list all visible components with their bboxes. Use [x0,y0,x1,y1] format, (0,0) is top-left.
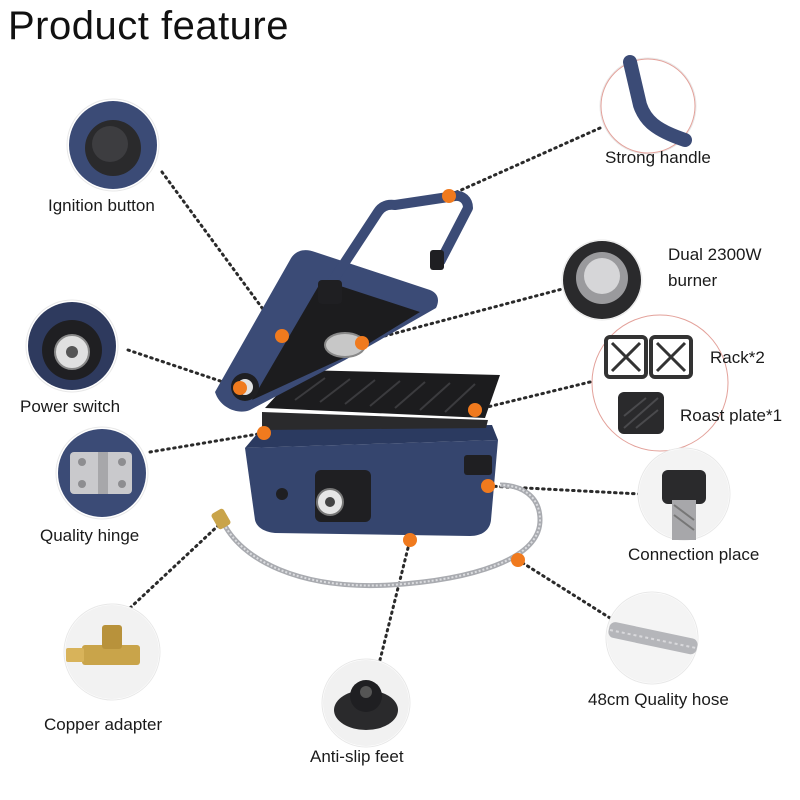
label-ignition-button: Ignition button [48,196,155,215]
rack-1 [604,335,648,379]
page-title: Product feature [8,4,289,48]
hotspots [233,189,525,567]
label-quality-hose: 48cm Quality hose [588,690,729,709]
detail-copper-adapter [63,603,161,701]
detail-rack-roast-plate [591,314,729,452]
label-quality-hinge: Quality hinge [40,526,140,545]
copper-adapter-small [211,508,231,530]
label-anti-slip-feet: Anti-slip feet [310,747,404,766]
roast-plate [265,370,500,418]
detail-quality-hinge [55,426,149,520]
grill-stove [211,190,543,589]
detail-quality-hose [605,591,699,685]
label-connection-place: Connection place [628,545,760,564]
handle [325,190,473,288]
label-copper-adapter: Copper adapter [44,715,163,734]
detail-anti-slip-feet [321,658,411,748]
label-power-switch: Power switch [20,397,121,416]
detail-strong-handle [599,55,697,155]
label-strong-handle: Strong handle [605,148,711,167]
detail-ignition-button [66,98,160,192]
label-roast-plate: Roast plate*1 [680,406,783,425]
detail-connection-place [637,447,731,541]
base-ignition-knob [276,488,288,500]
label-dual-burner: Dual 2300W burner [668,245,762,290]
detail-power-switch [25,299,119,393]
base-body [245,440,498,536]
label-rack: Rack*2 [710,348,765,367]
leader-lines [126,126,642,662]
rack-2 [649,335,693,379]
detail-dual-burner [561,239,643,321]
